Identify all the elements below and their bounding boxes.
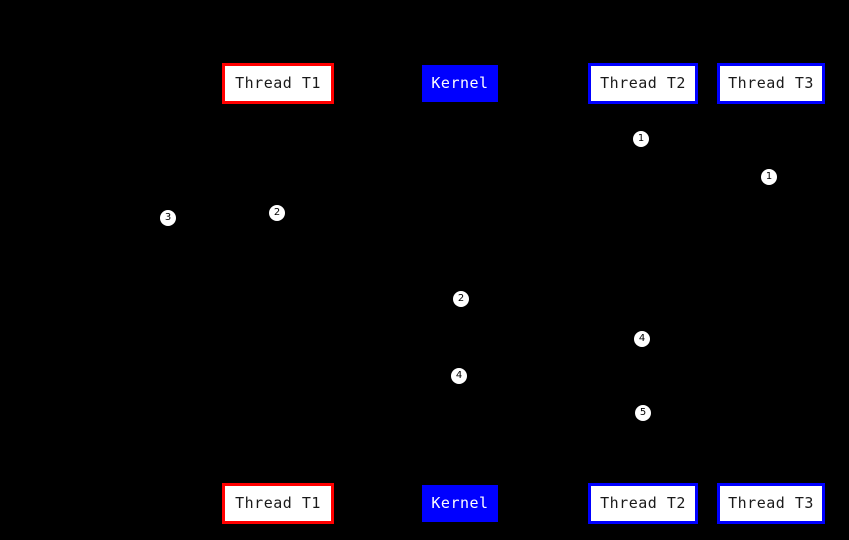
lifeline-t2 — [643, 104, 644, 483]
sequence-badge: 2 — [453, 291, 469, 307]
sequence-badge: 4 — [634, 331, 650, 347]
sequence-badge: 3 — [160, 210, 176, 226]
participant-header-thread-t3-label: Thread T3 — [728, 74, 814, 92]
sequence-badge: 4 — [451, 368, 467, 384]
sequence-badge: 2 — [269, 205, 285, 221]
sequence-badge-number: 4 — [638, 333, 646, 344]
participant-footer-kernel-label: Kernel — [431, 494, 489, 512]
lifeline-t1 — [278, 104, 279, 483]
sequence-badge: 5 — [635, 405, 651, 421]
participant-footer-thread-t2[interactable]: Thread T2 — [588, 483, 698, 524]
sequence-badge-number: 2 — [273, 207, 281, 218]
participant-header-thread-t2[interactable]: Thread T2 — [588, 63, 698, 104]
participant-header-kernel-label: Kernel — [431, 74, 489, 92]
participant-header-thread-t1-label: Thread T1 — [235, 74, 321, 92]
participant-header-thread-t2-label: Thread T2 — [600, 74, 686, 92]
sequence-badge: 1 — [761, 169, 777, 185]
participant-footer-thread-t1-label: Thread T1 — [235, 494, 321, 512]
participant-footer-thread-t3-label: Thread T3 — [728, 494, 814, 512]
sequence-badge-number: 1 — [765, 171, 773, 182]
participant-footer-thread-t2-label: Thread T2 — [600, 494, 686, 512]
participant-footer-kernel[interactable]: Kernel — [422, 485, 498, 522]
participant-footer-thread-t1[interactable]: Thread T1 — [222, 483, 334, 524]
sequence-badge-number: 5 — [639, 407, 647, 418]
lifeline-t3 — [771, 104, 772, 483]
sequence-badge-number: 4 — [455, 370, 463, 381]
participant-footer-thread-t3[interactable]: Thread T3 — [717, 483, 825, 524]
sequence-badge-number: 1 — [637, 133, 645, 144]
participant-header-kernel[interactable]: Kernel — [422, 65, 498, 102]
sequence-badge-number: 2 — [457, 293, 465, 304]
sequence-badge: 1 — [633, 131, 649, 147]
participant-header-thread-t1[interactable]: Thread T1 — [222, 63, 334, 104]
sequence-badge-number: 3 — [164, 212, 172, 223]
participant-header-thread-t3[interactable]: Thread T3 — [717, 63, 825, 104]
